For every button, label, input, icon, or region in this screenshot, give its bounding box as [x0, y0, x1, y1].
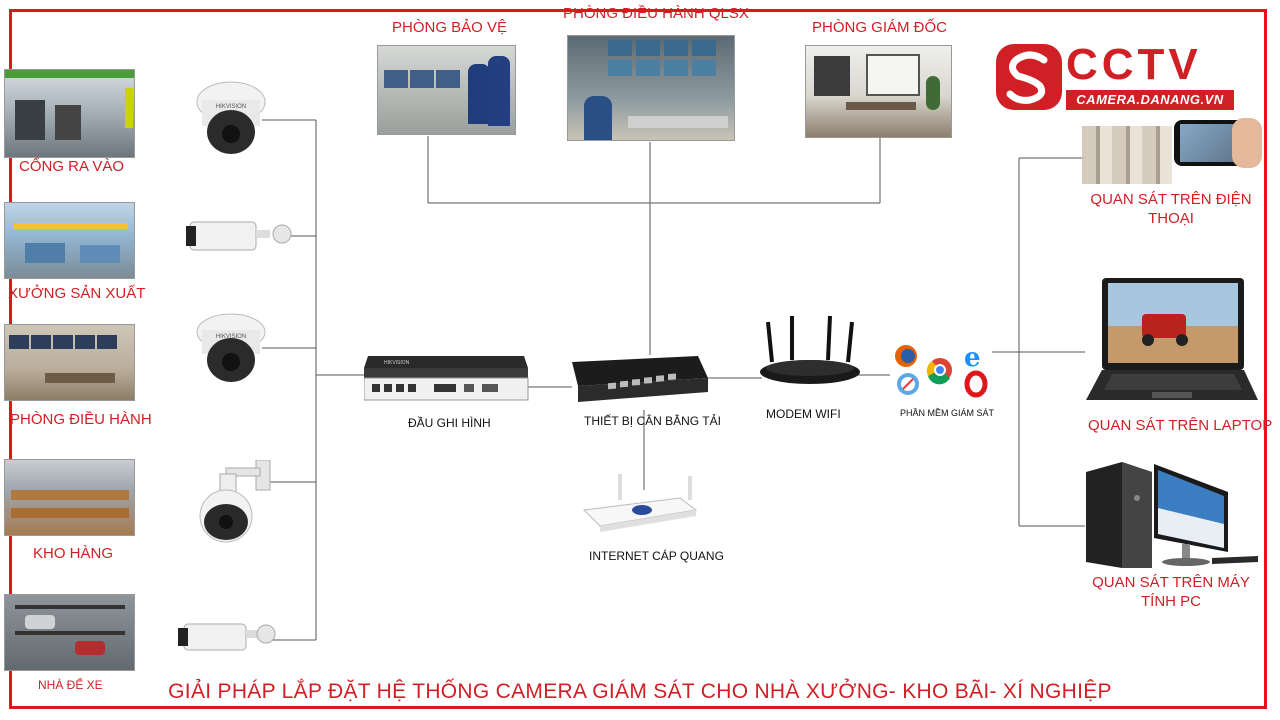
firefox-icon: [895, 345, 917, 367]
diagram-title: GIẢI PHÁP LẮP ĐẶT HỆ THỐNG CAMERA GIÁM S…: [168, 680, 1112, 703]
software-icons: e: [892, 343, 992, 400]
dome-camera-icon: HIKVISION: [196, 81, 266, 154]
svg-text:HIKVISION: HIKVISION: [384, 360, 410, 366]
device-label: INTERNET CÁP QUANG: [589, 549, 724, 563]
svg-text:HIKVISION: HIKVISION: [216, 334, 246, 340]
wifi-modem-icon: [760, 315, 860, 384]
safari-icon: [897, 373, 919, 395]
location-label: NHÀ ĐỂ XE: [38, 678, 103, 692]
logo-site: CAMERA.DANANG.VN: [1066, 90, 1234, 110]
location-label: KHO HÀNG: [33, 545, 114, 562]
fiber-router-icon: [582, 474, 698, 532]
desktop-pc-icon: [1086, 462, 1258, 568]
svg-text:HIKVISION: HIKVISION: [216, 104, 246, 110]
bullet-camera-icon: [178, 623, 276, 651]
location-photo-factory: [4, 202, 135, 279]
output-label: QUAN SÁT TRÊN LAPTOP: [1088, 417, 1273, 434]
cctv-logo: CCTV CAMERA.DANANG.VN: [994, 40, 1244, 118]
chrome-icon: [926, 358, 952, 385]
room-photo-security: [377, 45, 516, 135]
ie-icon: e: [964, 343, 981, 373]
phone-monitoring-image: [1082, 118, 1264, 186]
ptz-camera-icon: [199, 460, 271, 543]
output-label: QUAN SÁT TRÊN ĐIỆN THOẠI: [1090, 191, 1252, 227]
device-label: THIẾT BỊ CÂN BẰNG TẢI: [584, 414, 721, 428]
room-photo-director: [805, 45, 952, 138]
location-photo-control-room: [4, 324, 135, 401]
opera-icon: [964, 370, 988, 398]
location-photo-warehouse: [4, 459, 135, 536]
room-label: PHÒNG GIÁM ĐỐC: [812, 19, 948, 36]
room-label: PHÒNG ĐIỀU HÀNH QLSX: [563, 5, 749, 22]
location-photo-parking: [4, 594, 135, 671]
device-label: PHẦN MỀM GIÁM SÁT: [900, 408, 995, 418]
location-label: CỔNG RA VÀO: [19, 158, 125, 175]
svg-text:e: e: [964, 344, 981, 373]
device-label: MODEM WIFI: [766, 407, 841, 421]
load-balancer-icon: [572, 356, 708, 402]
device-label: ĐẦU GHI HÌNH: [408, 416, 491, 430]
room-photo-control: [567, 35, 735, 141]
logo-brand: CCTV: [1066, 40, 1202, 89]
location-photo-gate: [4, 69, 135, 158]
nvr-icon: HIKVISION: [364, 356, 529, 401]
output-label: QUAN SÁT TRÊN MÁY TÍNH PC: [1092, 574, 1250, 610]
logo-mark-icon: [996, 44, 1062, 110]
laptop-icon: [1086, 278, 1258, 400]
bullet-camera-icon: [186, 221, 292, 251]
location-label: XƯỞNG SẢN XUẤT: [8, 285, 146, 302]
location-label: PHÒNG ĐIỀU HÀNH: [10, 411, 152, 428]
dome-camera-icon: HIKVISION: [196, 313, 266, 382]
room-label: PHÒNG BẢO VỆ: [392, 19, 508, 36]
